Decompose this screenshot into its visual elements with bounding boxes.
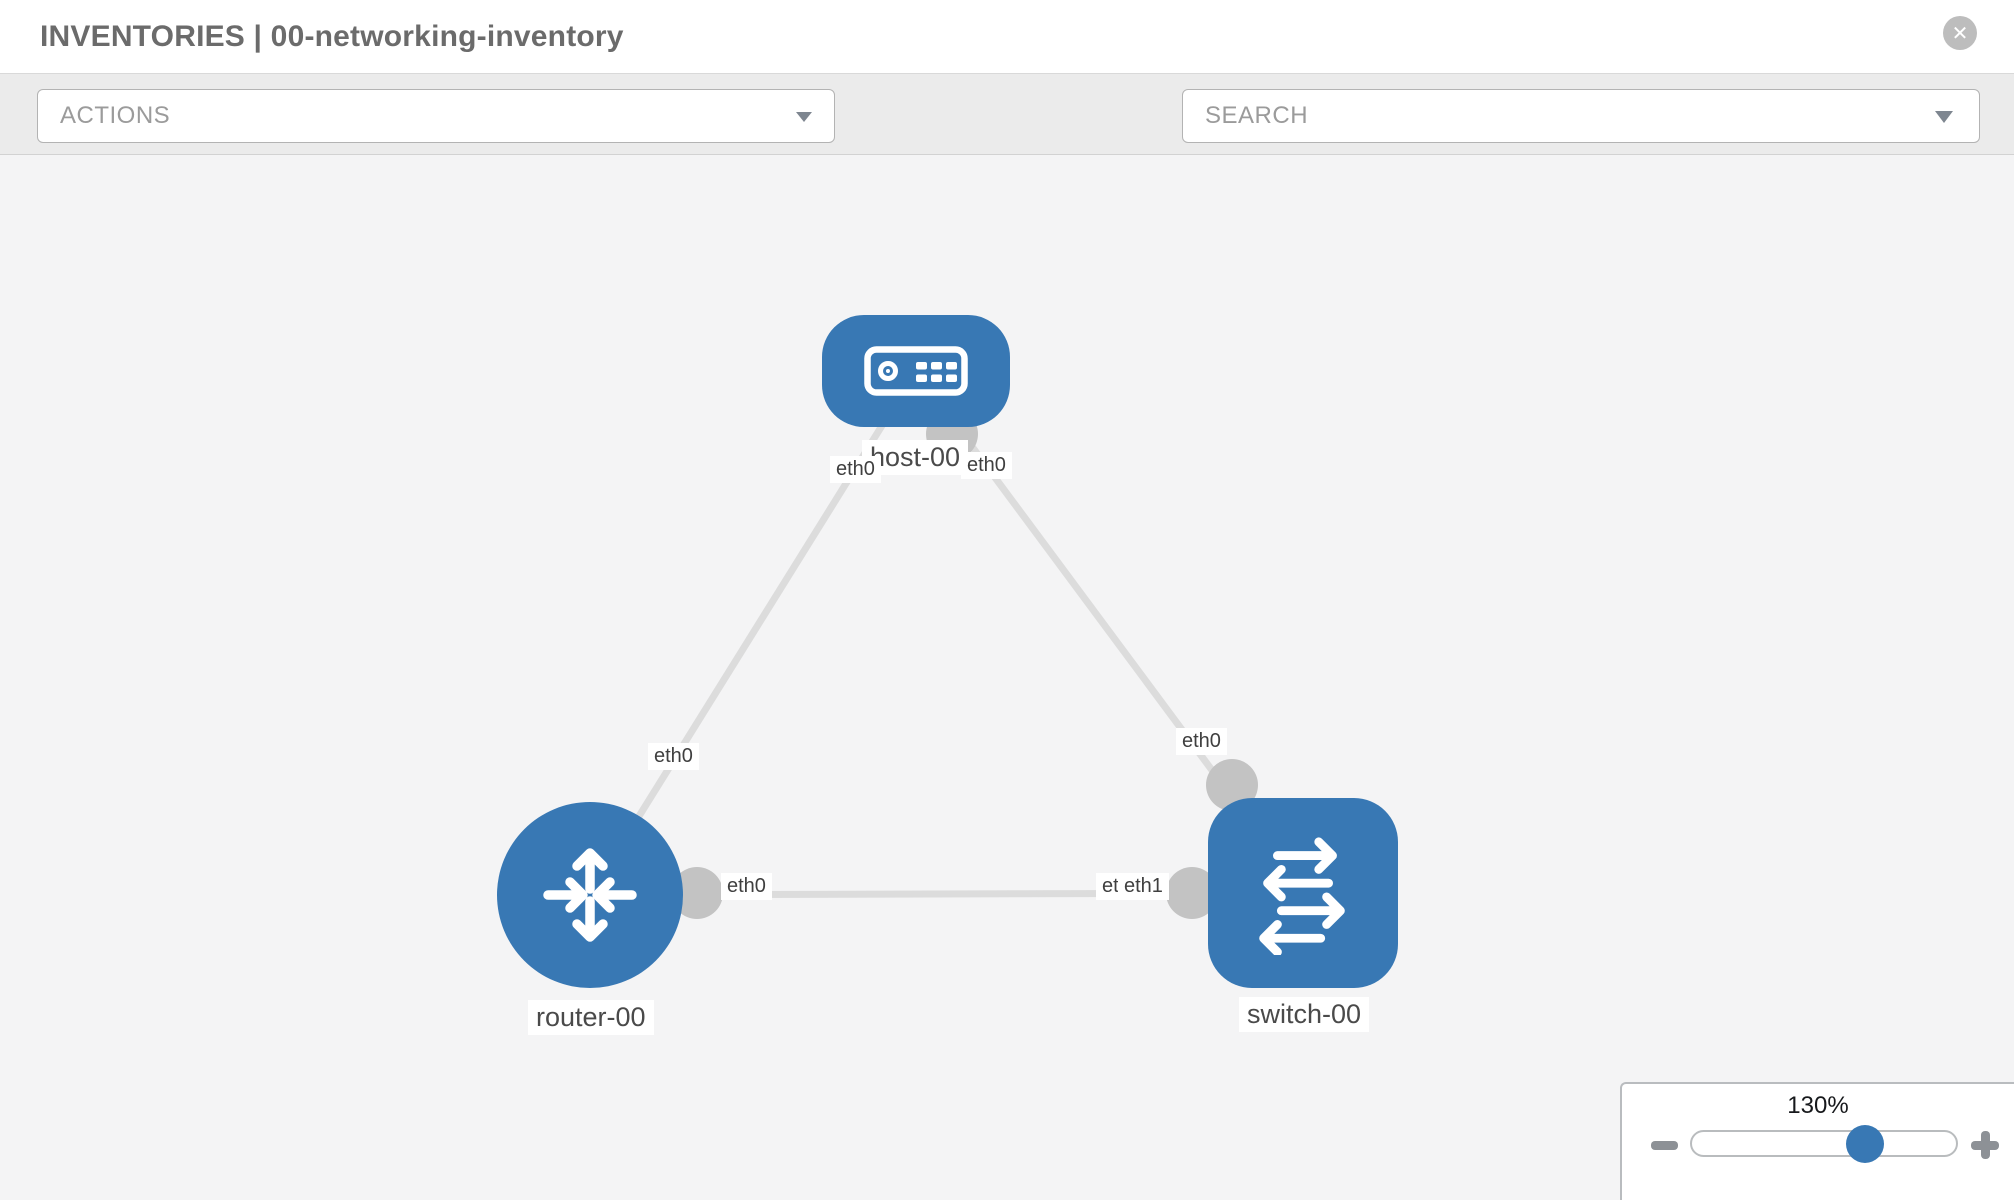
switch-icon bbox=[1259, 837, 1345, 955]
caret-down-icon bbox=[1935, 111, 1953, 123]
interface-label: eth0 bbox=[830, 456, 881, 483]
interface-label: eth0 bbox=[961, 452, 1012, 479]
topology-links-layer bbox=[587, 368, 1306, 919]
caret-down-icon bbox=[796, 112, 812, 122]
close-icon: ✕ bbox=[1951, 22, 1969, 45]
node-switch-00[interactable] bbox=[1208, 798, 1398, 988]
zoom-slider-thumb[interactable] bbox=[1846, 1125, 1884, 1163]
node-router-00[interactable] bbox=[497, 802, 683, 988]
toolbar: ACTIONS SEARCH bbox=[0, 73, 2014, 207]
interface-dot-router bbox=[671, 867, 723, 919]
interface-label: eth1 bbox=[1118, 873, 1169, 900]
host-icon bbox=[864, 346, 968, 396]
topology-canvas[interactable]: host-00 router-00 switch-00 eth0 eth0 et… bbox=[0, 155, 2014, 1200]
zoom-in-icon[interactable] bbox=[1971, 1131, 1999, 1159]
interface-label: eth0 bbox=[648, 743, 699, 770]
interface-label: eth0 bbox=[1176, 728, 1227, 755]
page-title: INVENTORIES | 00-networking-inventory bbox=[40, 20, 624, 53]
router-icon bbox=[543, 848, 637, 942]
node-label-switch: switch-00 bbox=[1239, 997, 1370, 1032]
actions-dropdown-label: ACTIONS bbox=[60, 102, 171, 129]
zoom-control-panel: 130% bbox=[1620, 1082, 2014, 1200]
interface-label: eth0 bbox=[721, 873, 772, 900]
header-bar: INVENTORIES | 00-networking-inventory ✕ bbox=[0, 0, 2014, 73]
close-button[interactable]: ✕ bbox=[1943, 16, 1977, 50]
search-placeholder: SEARCH bbox=[1205, 102, 1309, 129]
actions-dropdown[interactable]: ACTIONS bbox=[37, 89, 835, 143]
zoom-percentage: 130% bbox=[1787, 1092, 1849, 1119]
zoom-slider-track[interactable] bbox=[1690, 1130, 1958, 1157]
node-host-00[interactable] bbox=[822, 315, 1010, 427]
interface-dot-switch-left bbox=[1166, 867, 1218, 919]
node-label-router: router-00 bbox=[528, 1000, 654, 1035]
search-dropdown[interactable]: SEARCH bbox=[1182, 89, 1980, 143]
zoom-out-icon[interactable] bbox=[1651, 1141, 1678, 1150]
